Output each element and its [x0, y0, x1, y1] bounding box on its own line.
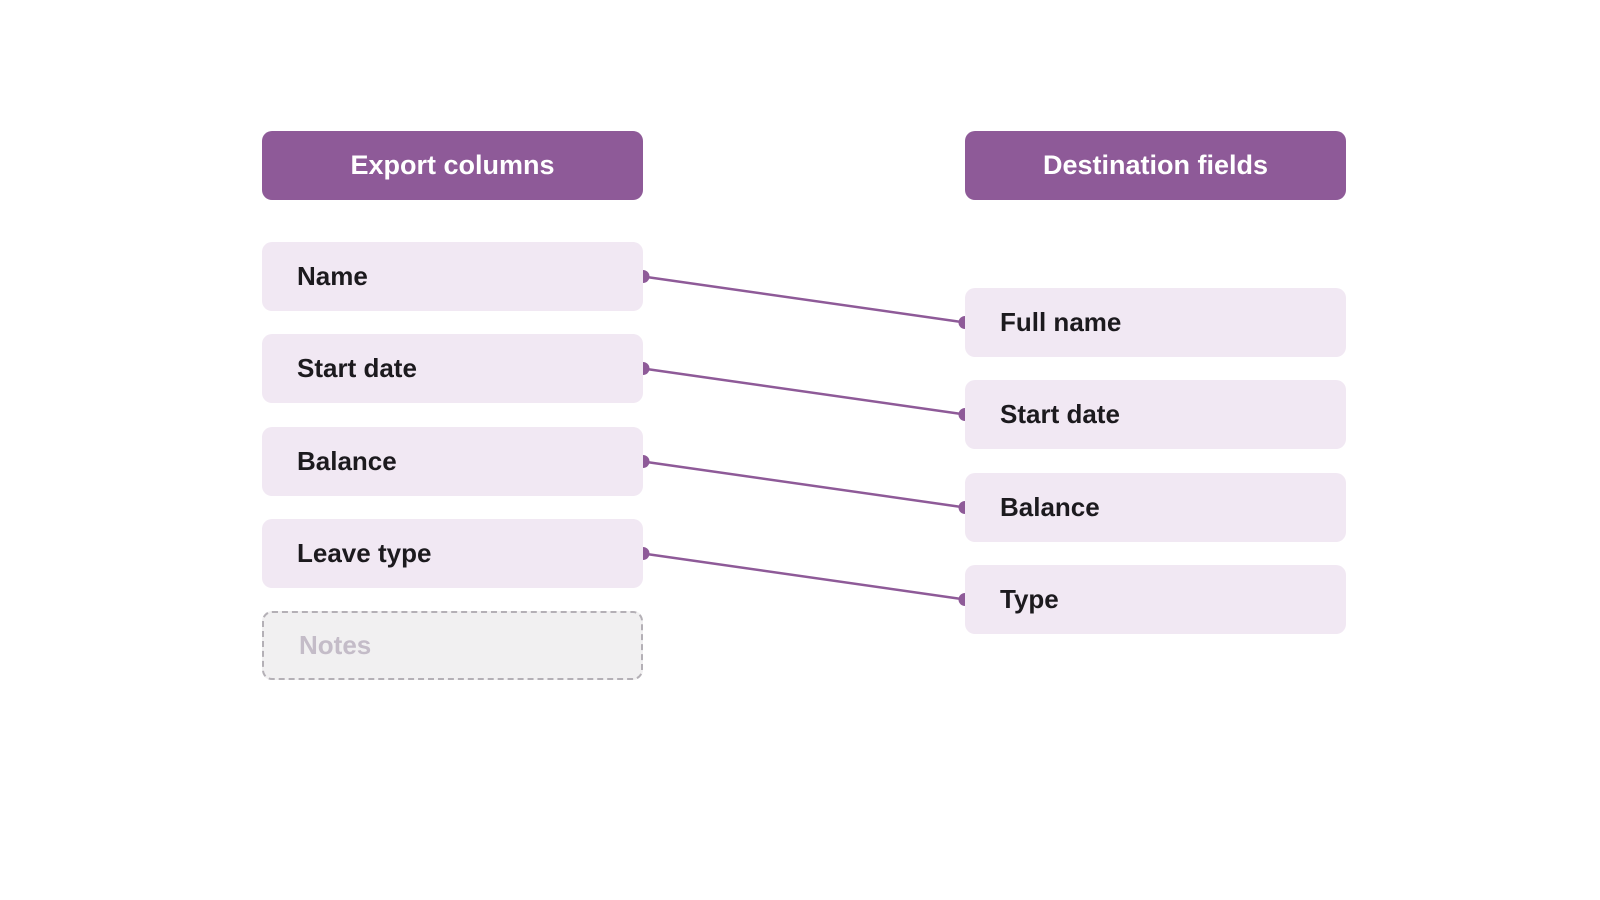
export-column-notes-unmapped[interactable]: Notes	[262, 611, 643, 680]
destination-field-start-date[interactable]: Start date	[965, 380, 1346, 449]
connector-leave-type[interactable]	[642, 552, 966, 601]
destination-field-full-name[interactable]: Full name	[965, 288, 1346, 357]
export-column-name[interactable]: Name	[262, 242, 643, 311]
export-columns-header: Export columns	[262, 131, 643, 200]
export-column-leave-type[interactable]: Leave type	[262, 519, 643, 588]
destination-field-type[interactable]: Type	[965, 565, 1346, 634]
destination-fields-header: Destination fields	[965, 131, 1346, 200]
export-column-balance[interactable]: Balance	[262, 427, 643, 496]
connector-name[interactable]	[642, 275, 966, 324]
connector-balance[interactable]	[642, 460, 966, 509]
export-column-start-date[interactable]: Start date	[262, 334, 643, 403]
destination-field-balance[interactable]: Balance	[965, 473, 1346, 542]
connector-start-date[interactable]	[642, 367, 966, 416]
